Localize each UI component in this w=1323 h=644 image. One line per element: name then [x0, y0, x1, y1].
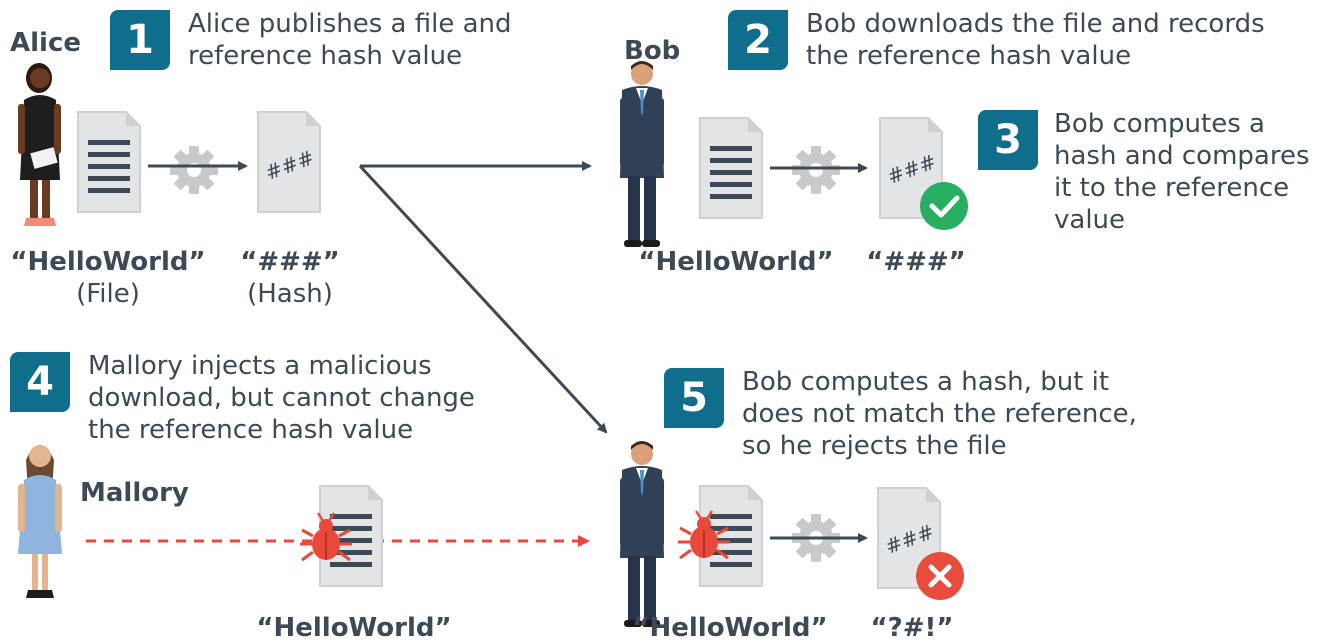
mallory-figure-icon: [18, 445, 62, 598]
bob2-hash-label-value: “?#!”: [870, 613, 954, 643]
mallory-file-label: “HelloWorld”: [254, 612, 454, 644]
step-3-text: Bob computes a hash and compares it to t…: [1054, 108, 1310, 236]
step-5-text: Bob computes a hash, but it does not mat…: [742, 366, 1137, 462]
step-5-line-2: does not match the reference,: [742, 399, 1137, 429]
step-2-line-2: the reference hash value: [806, 41, 1132, 71]
x-circle-icon: [916, 552, 964, 600]
bob2-hash-label: “?#!”: [852, 612, 972, 644]
step-4-line-2: download, but cannot change: [88, 383, 475, 413]
alice-file-label-sub: (File): [76, 279, 140, 309]
bob-hash-label-value: “###”: [866, 247, 966, 277]
alice-hash-label-sub: (Hash): [247, 279, 333, 309]
arrow-to-bob-rejected: [358, 164, 608, 434]
alice-hash-label-value: “###”: [240, 247, 340, 277]
bob-file-document-icon: [699, 117, 763, 219]
step-badge-5: 5: [664, 368, 724, 428]
bob-file-label: “HelloWorld”: [636, 246, 836, 278]
bob2-figure-icon: [620, 441, 664, 627]
bob2-file-label: “HelloWorld”: [630, 612, 830, 644]
step-3-line-1: Bob computes a: [1054, 109, 1265, 139]
mallory-file-label-value: “HelloWorld”: [256, 613, 452, 643]
step-1-text: Alice publishes a file and reference has…: [188, 8, 512, 72]
step-4-line-1: Mallory injects a malicious: [88, 351, 432, 381]
step-3-line-4: value: [1054, 205, 1126, 235]
step-3-line-3: it to the reference: [1054, 173, 1290, 203]
actor-name-bob: Bob: [624, 36, 681, 66]
bob-file-label-value: “HelloWorld”: [638, 247, 834, 277]
step-3-line-2: hash and compares: [1054, 141, 1310, 171]
step-4-line-3: the reference hash value: [88, 415, 414, 445]
step-badge-3: 3: [978, 110, 1038, 170]
actor-name-alice: Alice: [10, 28, 81, 58]
alice-gear-icon: [170, 146, 218, 194]
alice-file-label-value: “HelloWorld”: [10, 247, 206, 277]
step-1-line-1: Alice publishes a file and: [188, 9, 512, 39]
step-badge-4: 4: [10, 352, 70, 412]
alice-file-document-icon: [77, 111, 141, 213]
step-2-text: Bob downloads the file and records the r…: [806, 8, 1265, 72]
bob-hash-label: “###”: [856, 246, 976, 278]
step-5-line-3: so he rejects the file: [742, 431, 1007, 461]
bob-figure-icon: [620, 61, 664, 247]
bob2-file-label-value: “HelloWorld”: [632, 613, 828, 643]
actor-name-mallory: Mallory: [80, 478, 189, 508]
step-5-line-1: Bob computes a hash, but it: [742, 367, 1110, 397]
check-circle-icon: [920, 182, 968, 230]
step-badge-2: 2: [728, 10, 788, 70]
alice-file-label: “HelloWorld” (File): [8, 246, 208, 310]
alice-hash-label: “###” (Hash): [230, 246, 350, 310]
step-4-text: Mallory injects a malicious download, bu…: [88, 350, 475, 446]
step-badge-1: 1: [110, 10, 170, 70]
step-2-line-1: Bob downloads the file and records: [806, 9, 1265, 39]
step-1-line-2: reference hash value: [188, 41, 463, 71]
alice-figure-icon: [18, 63, 61, 226]
bob-gear-icon: [792, 146, 840, 194]
